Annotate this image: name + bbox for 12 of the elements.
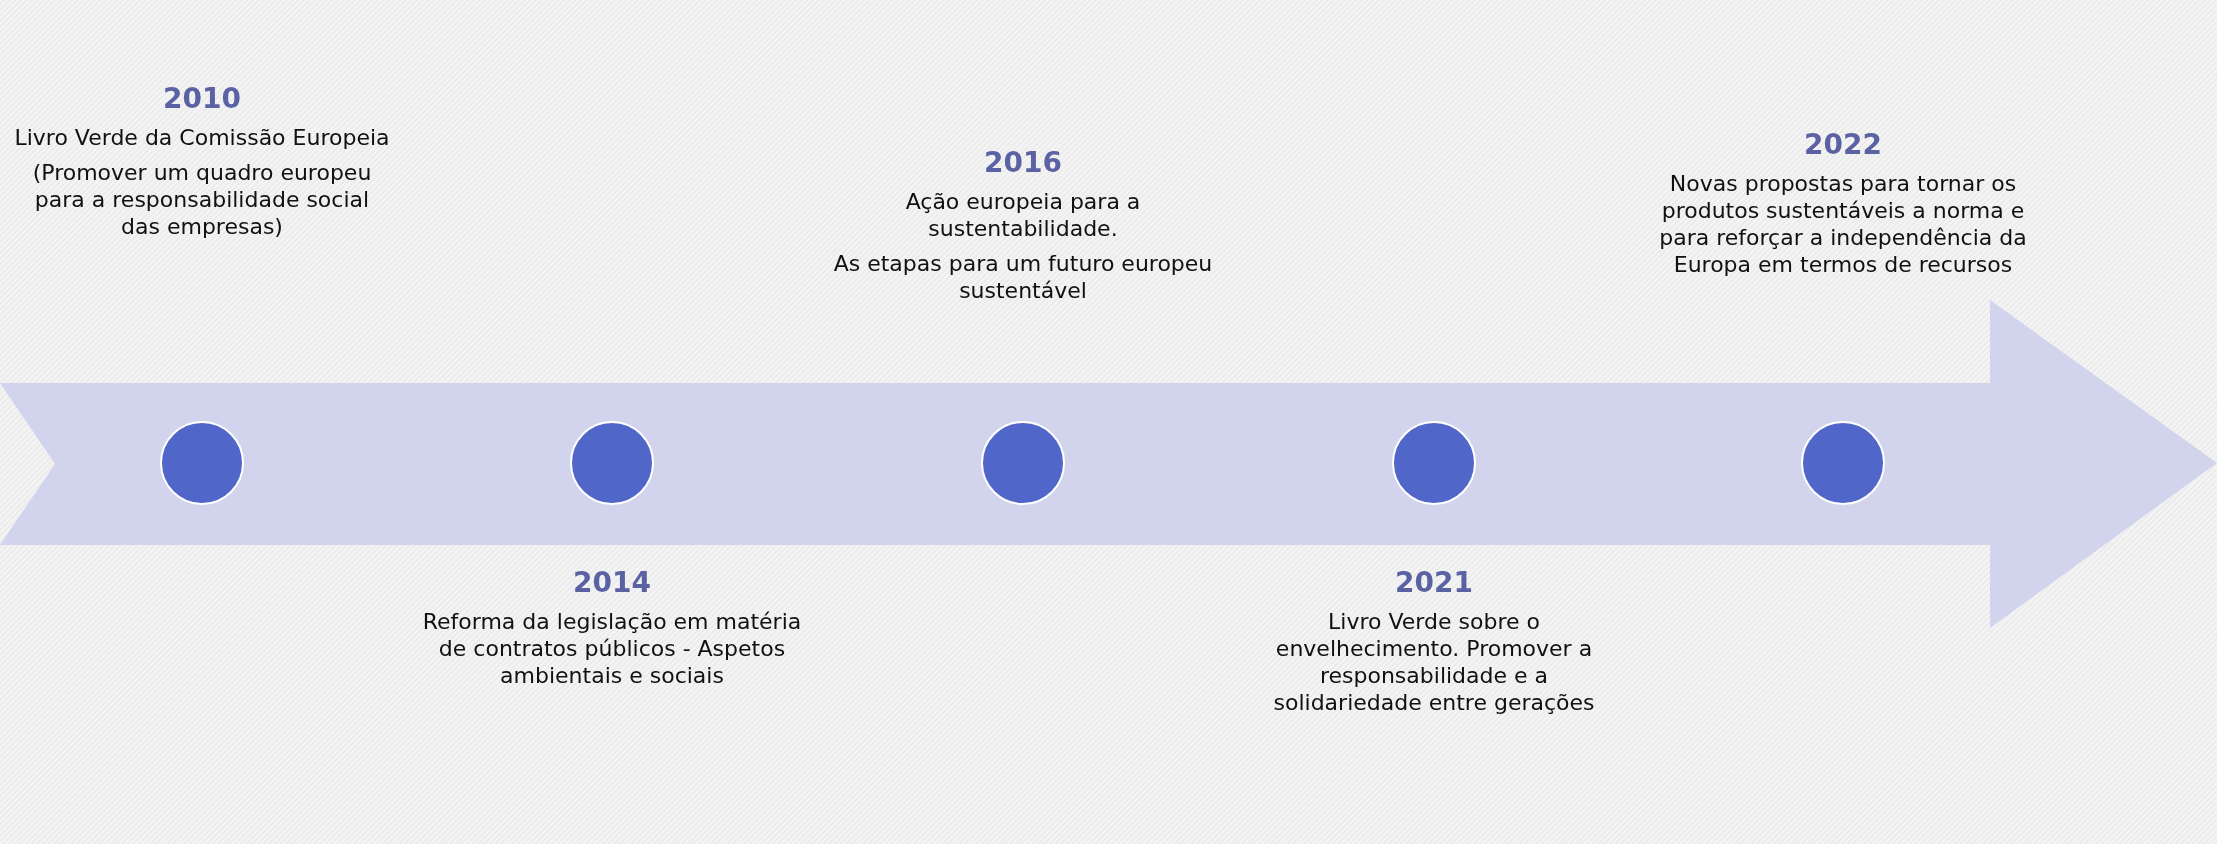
milestone-text: (Promover um quadro europeu para a responsabilidade social das empresas): [31, 159, 373, 240]
milestone-text: As etapas para um futuro europeu sustentável: [833, 250, 1213, 304]
year-label: 2010: [162, 82, 242, 116]
year-label: 2022: [1803, 128, 1883, 162]
year-label: 2016: [983, 146, 1063, 180]
milestone-text: Novas propostas para tornar os produtos sustentáveis a norma e para reforçar a independência da Europa em termos de recursos: [1658, 170, 2028, 278]
milestone-text: Reforma da legislação em matéria de contratos públicos - Aspetos ambientais e sociais: [422, 608, 802, 689]
year-label: 2014: [572, 566, 652, 600]
year-label: 2021: [1394, 566, 1474, 600]
milestone-text: Livro Verde da Comissão Europeia: [13, 124, 391, 151]
milestone-text: Ação europeia para a sustentabilidade.: [904, 188, 1142, 242]
milestone-text: Livro Verde sobre o envelhecimento. Promover a responsabilidade e a solidariedade entre gerações: [1272, 608, 1596, 716]
